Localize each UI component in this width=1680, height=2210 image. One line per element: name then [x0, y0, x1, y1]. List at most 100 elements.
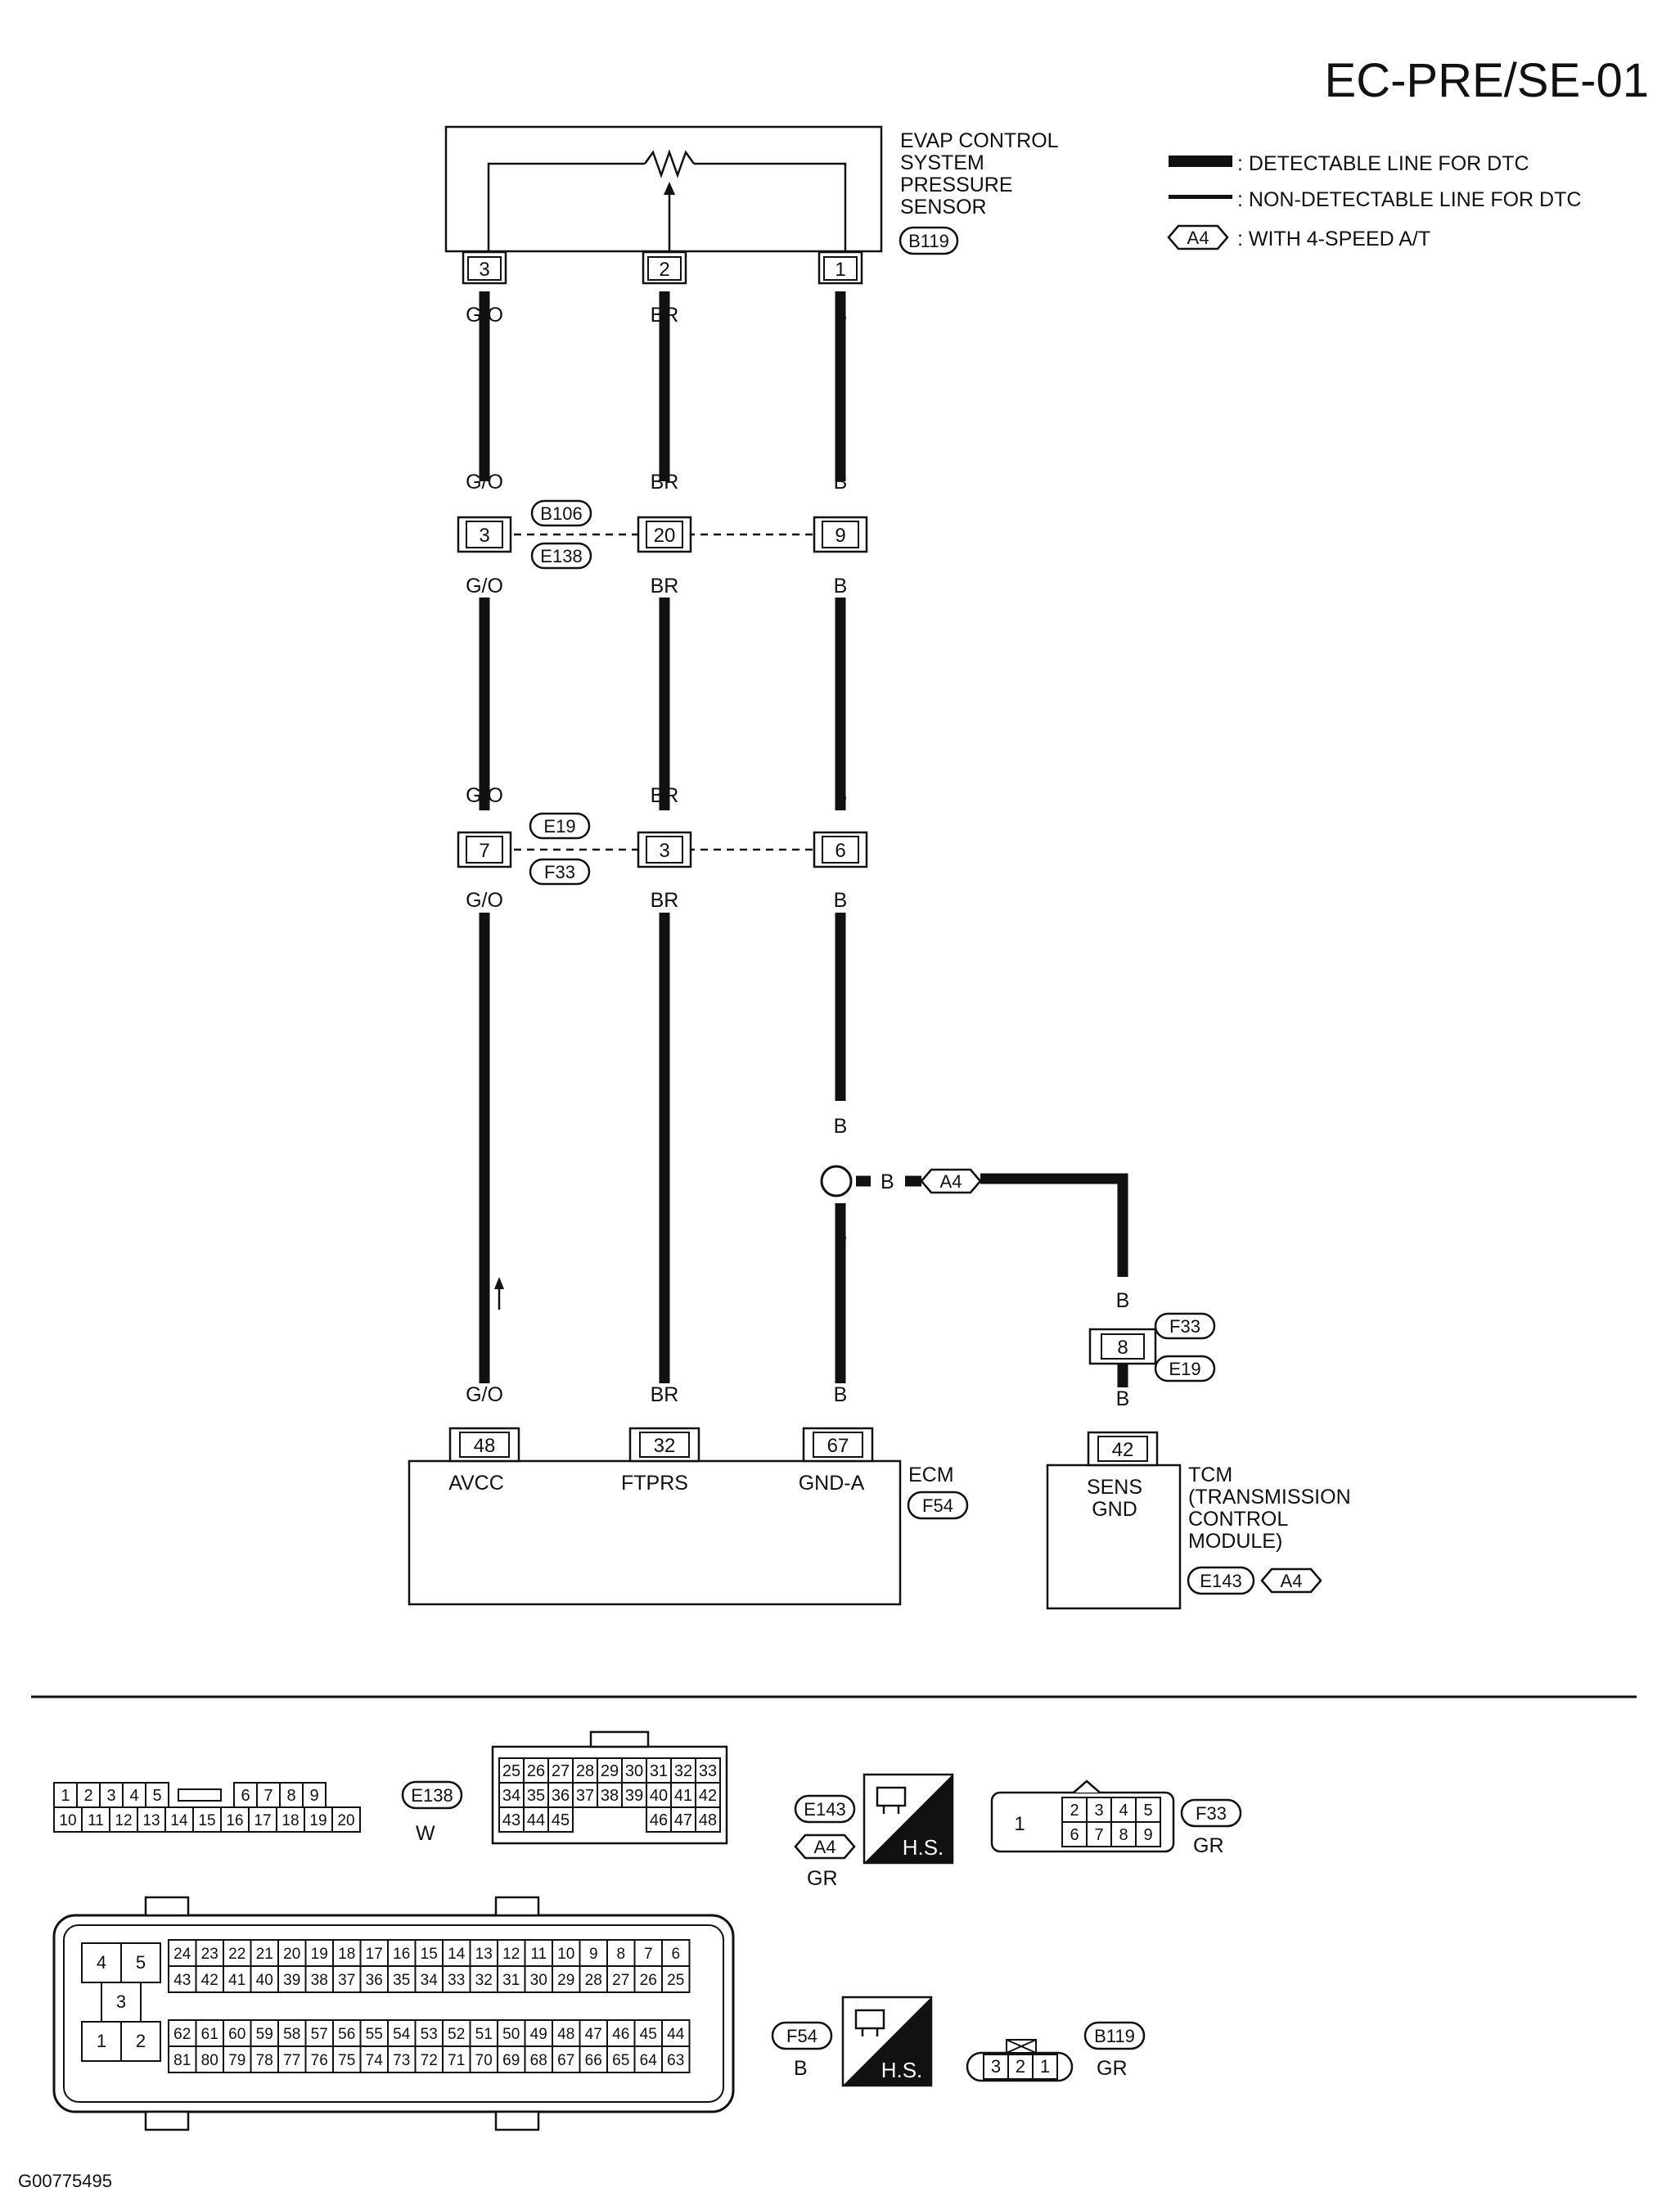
e138-cell: 11: [81, 1806, 110, 1833]
f54-cell: 50: [497, 2019, 526, 2047]
e138-cell: 12: [109, 1806, 138, 1833]
e138-color: W: [416, 1822, 435, 1845]
e138-cell: 16: [220, 1806, 250, 1833]
resistor-symbol: [643, 149, 696, 178]
cell-pin-number: 52: [448, 2026, 465, 2043]
cell-pin-number: 2: [83, 1787, 92, 1805]
pin-number: 3: [479, 525, 489, 547]
f54-cell: 29: [552, 1965, 581, 1993]
connector-name-label: F54: [786, 2026, 817, 2046]
f33-color: GR: [1193, 1834, 1224, 1857]
legend-a4-text: : WITH 4-SPEED A/T: [1237, 228, 1430, 250]
e138-cell: 5: [145, 1782, 169, 1808]
f54-cell: 52: [442, 2019, 471, 2047]
cell-pin-number: 64: [640, 2052, 658, 2069]
f54-cell: 18: [332, 1939, 362, 1967]
wire-label: BR: [651, 304, 679, 327]
cell-pin-number: 36: [552, 1787, 570, 1805]
wire-label: B: [1116, 1289, 1130, 1312]
f33-key: [1073, 1779, 1101, 1793]
cell-pin-number: 29: [557, 1972, 574, 1989]
sensor-name-line1: EVAP CONTROL: [900, 129, 1059, 152]
cell-pin-number: 13: [475, 1946, 493, 1963]
cell-pin-number: 7: [644, 1946, 653, 1963]
cell-pin-number: 25: [502, 1762, 520, 1780]
f54-cell: 14: [442, 1939, 471, 1967]
wire-label: G/O: [466, 1383, 503, 1406]
cell-pin-number: 5: [136, 1952, 146, 1973]
figure-code: G00775495: [18, 2171, 112, 2191]
f33-cell: 7: [1086, 1821, 1112, 1847]
e143-cell: 32: [670, 1757, 696, 1784]
f54-cell: 51: [469, 2019, 498, 2047]
tag-label: A4: [814, 1837, 836, 1857]
f54-cell: 69: [497, 2045, 526, 2073]
f54-cell: 9: [579, 1939, 608, 1967]
f54-cell: 33: [442, 1965, 471, 1993]
cell-pin-number: 4: [129, 1787, 138, 1805]
cell-pin-number: 1: [61, 1787, 70, 1805]
wire-label: B: [834, 784, 848, 807]
cell-pin-number: 19: [309, 1812, 327, 1829]
f54-power-cell: 3: [101, 1982, 142, 2023]
cell-pin-number: 40: [650, 1787, 668, 1805]
cell-pin-number: 61: [201, 2026, 218, 2043]
cell-pin-number: 31: [650, 1762, 668, 1780]
connector-tag: E138: [540, 546, 582, 566]
b119-cell: 3: [983, 2054, 1009, 2080]
junction2-pin: 6: [813, 831, 868, 868]
branch-wire-color: B: [881, 1170, 894, 1193]
f54-cell: 16: [387, 1939, 417, 1967]
f54-cell: 80: [195, 2045, 224, 2073]
non-detectable-line-swatch: [1169, 195, 1232, 199]
cell-pin-number: 81: [173, 2052, 191, 2069]
connector-tag: F33: [1169, 1316, 1200, 1337]
f54-cell: 25: [661, 1965, 691, 1993]
f54-cell: 6: [661, 1939, 691, 1967]
cell-pin-number: 31: [502, 1972, 520, 1989]
e138-cell: 19: [304, 1806, 333, 1833]
cell-pin-number: 21: [256, 1946, 273, 1963]
cell-pin-number: 34: [421, 1972, 439, 1989]
f54-cell: 15: [414, 1939, 444, 1967]
f54-cell: 35: [387, 1965, 417, 1993]
cell-pin-number: 30: [625, 1762, 643, 1780]
f54-power-cell: 4: [81, 1942, 122, 1983]
cell-pin-number: 65: [612, 2052, 629, 2069]
cell-pin-number: 9: [1143, 1826, 1152, 1844]
e138-cell: 17: [248, 1806, 277, 1833]
f54-cell: 10: [552, 1939, 581, 1967]
cell-pin-number: 40: [256, 1972, 273, 1989]
f54-cell: 55: [359, 2019, 389, 2047]
f54-cell: 65: [606, 2045, 636, 2073]
f54-cell: 32: [469, 1965, 498, 1993]
sensor-connector-tag: [899, 226, 959, 255]
e143-cell: 30: [621, 1757, 647, 1784]
cell-pin-number: 4: [97, 1952, 106, 1973]
junction2-pin: 3: [637, 831, 692, 868]
f54-cell: 46: [606, 2019, 636, 2047]
f54-cell: 77: [277, 2045, 307, 2073]
ecm-name: ECM: [908, 1464, 954, 1486]
cell-pin-number: 9: [309, 1787, 318, 1805]
tcm-connector: E143: [1200, 1571, 1241, 1591]
wire-label: B: [834, 889, 848, 912]
wire-label: B: [834, 1115, 848, 1138]
cell-pin-number: 43: [173, 1972, 191, 1989]
junction2-tags: E19 F33: [529, 812, 591, 886]
e143-cell: 41: [670, 1782, 696, 1808]
f54-cell: 36: [359, 1965, 389, 1993]
f54-cell: 68: [524, 2045, 553, 2073]
cell-pin-number: 68: [530, 2052, 547, 2069]
e143-cell: 39: [621, 1782, 647, 1808]
wire-label: B: [834, 304, 848, 327]
f54-cell: 45: [633, 2019, 663, 2047]
e138-cell: 7: [256, 1782, 281, 1808]
tcm-a4-tag: A4: [1281, 1571, 1303, 1591]
cell-pin-number: 5: [152, 1787, 161, 1805]
cell-pin-number: 7: [1094, 1826, 1103, 1844]
cell-pin-number: 45: [552, 1811, 570, 1829]
f54-power-cell: 1: [81, 2021, 122, 2062]
cell-pin-number: 50: [502, 2026, 520, 2043]
